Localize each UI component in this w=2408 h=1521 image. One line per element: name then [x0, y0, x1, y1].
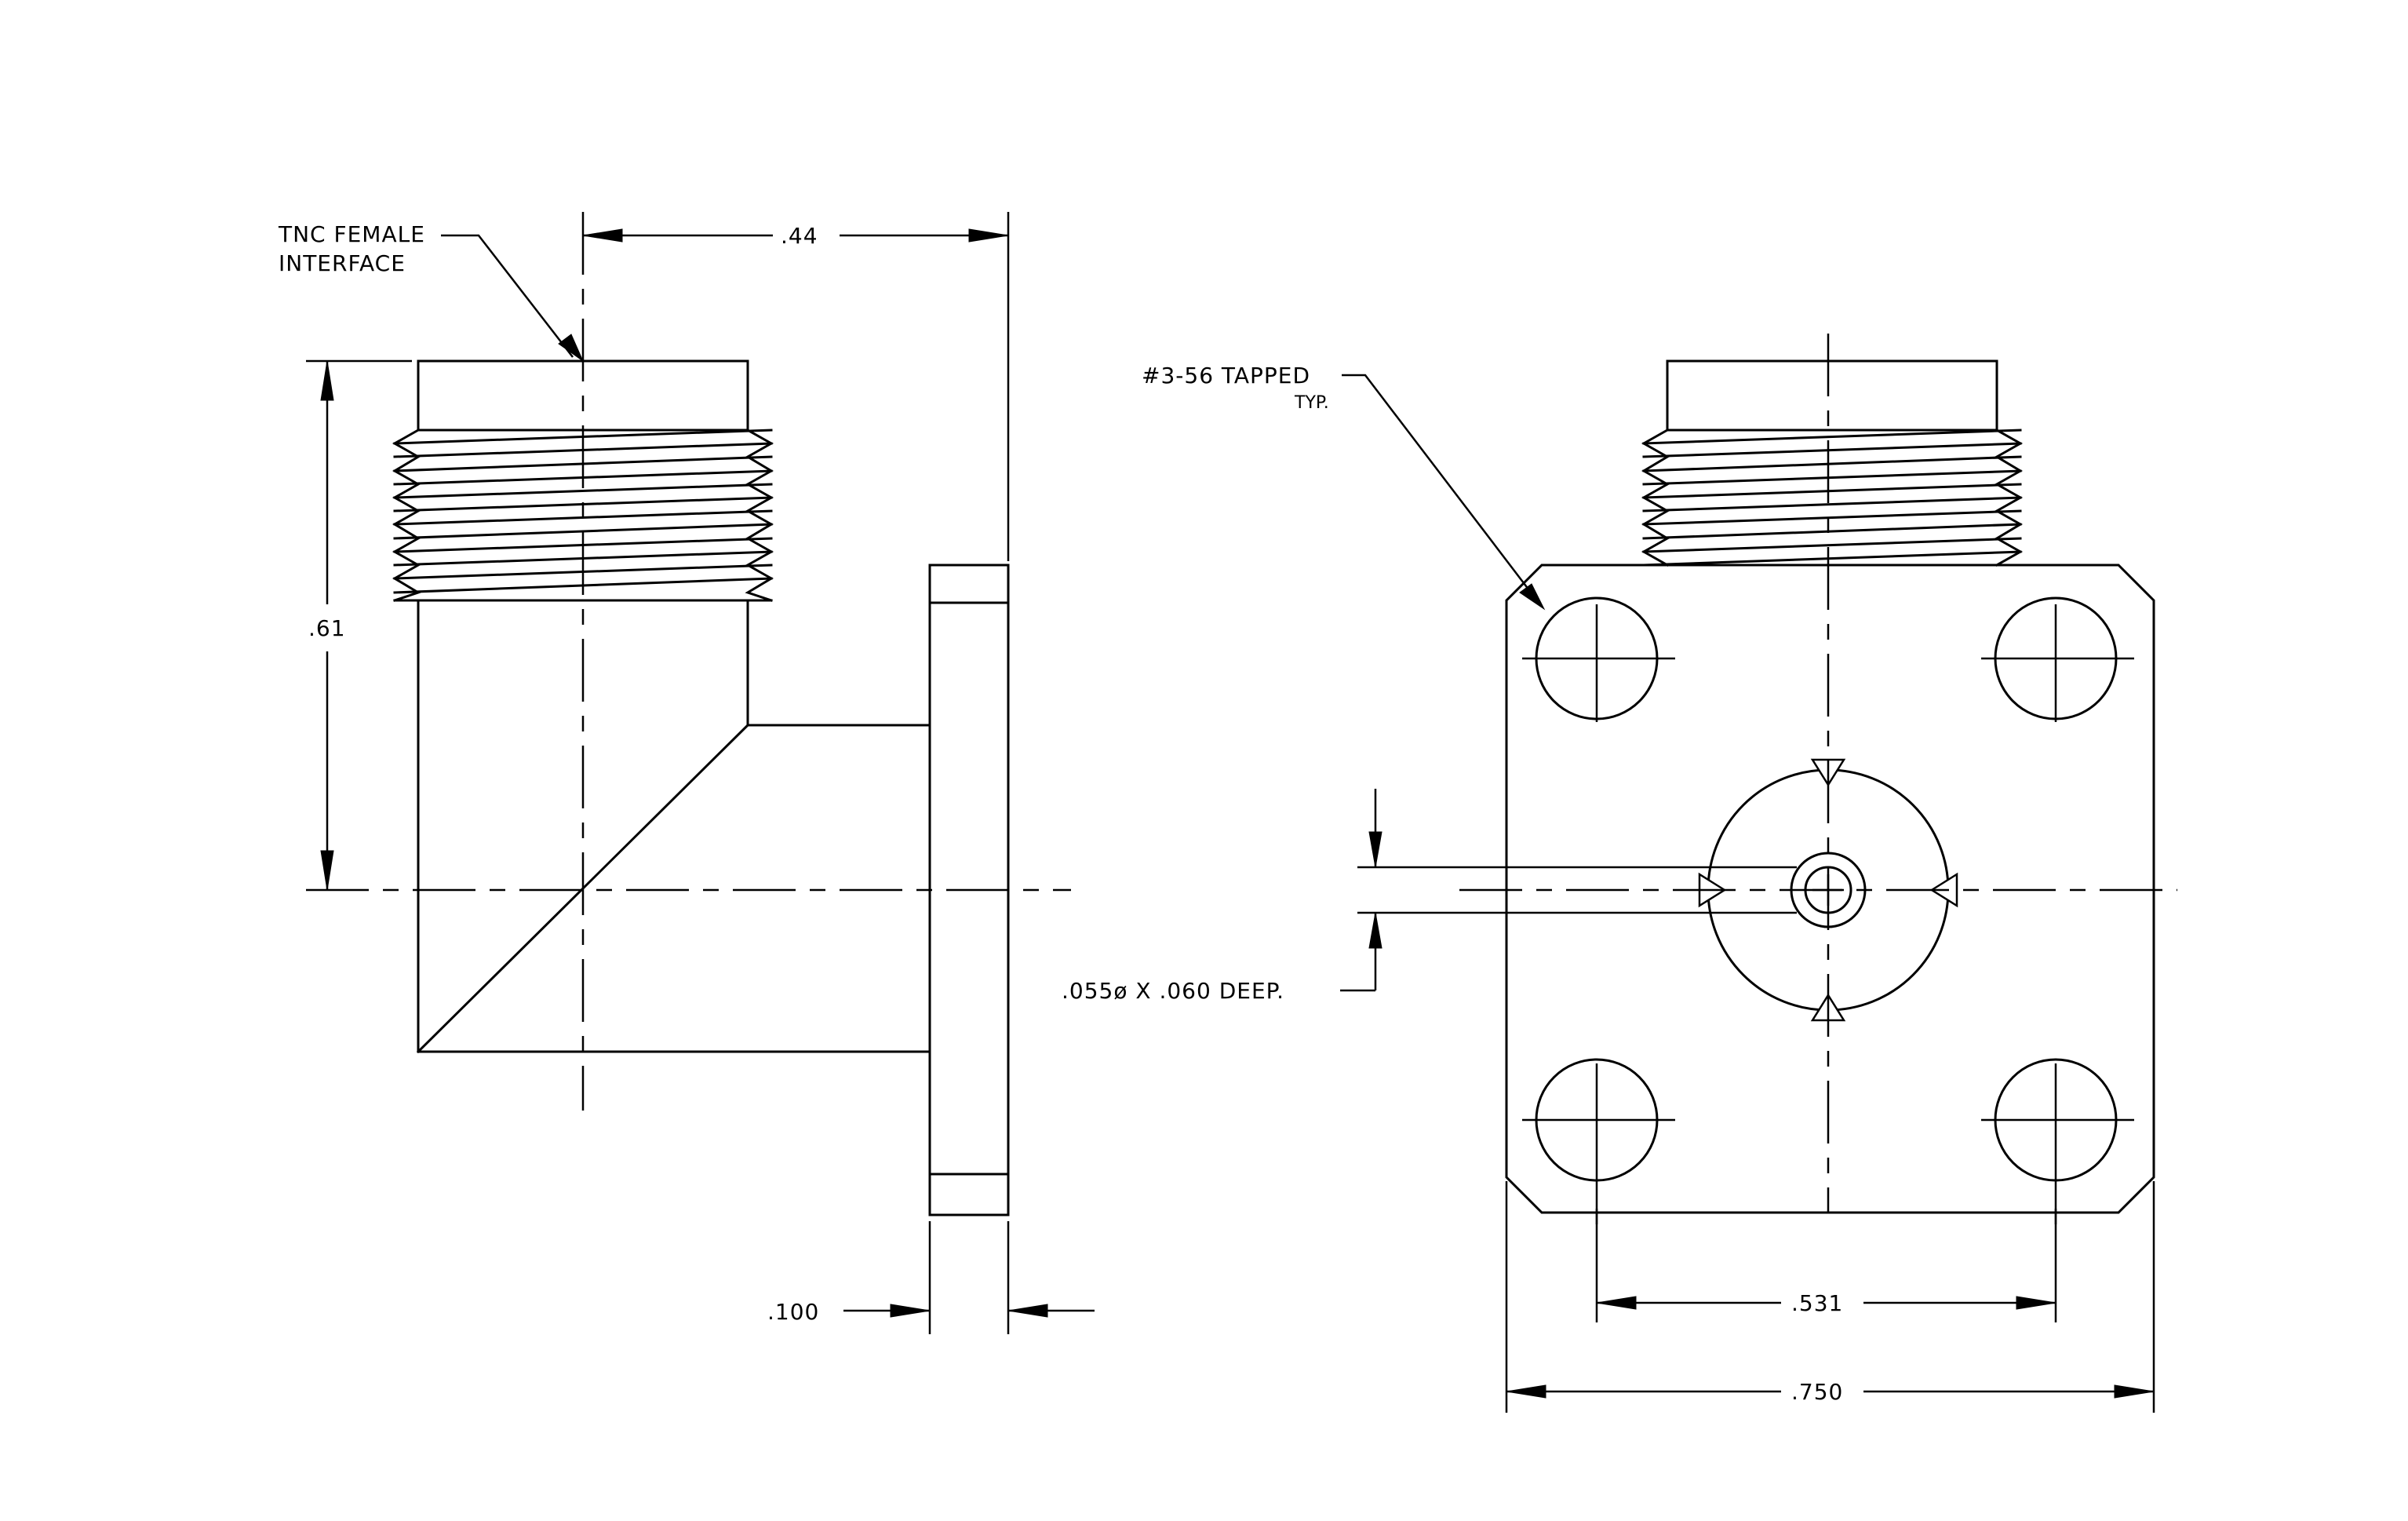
tapped-leader — [1342, 374, 1535, 597]
dim-0100-label: .100 — [767, 1299, 819, 1325]
dim-061-label: .61 — [308, 615, 346, 641]
side-body-upper — [746, 599, 931, 727]
front-view: .055ø X .060 DEEP. #3-56 TAPPED TYP. .53… — [1062, 334, 2177, 1413]
tapped-label: #3-56 TAPPED — [1142, 363, 1310, 388]
side-thread-left — [392, 428, 421, 602]
side-body — [417, 599, 931, 1053]
side-thread-right — [745, 428, 774, 602]
interface-label-line1: TNC FEMALE — [278, 221, 425, 247]
dim-0750-label: .750 — [1791, 1379, 1843, 1405]
front-thread-helix — [1642, 429, 2022, 567]
side-view: TNC FEMALE INTERFACE .44 .61 .100 — [278, 212, 1095, 1334]
pin-hole-label: .055ø X .060 DEEP. — [1062, 978, 1284, 1004]
tapped-typ-label: TYP. — [1294, 393, 1329, 413]
front-top-band — [1666, 359, 1998, 432]
mounting-hole-top-right — [1981, 596, 2134, 722]
mounting-hole-top-left — [1522, 596, 1675, 722]
mounting-hole-bottom-right — [1981, 1058, 2134, 1224]
interface-label-line2: INTERFACE — [279, 250, 406, 276]
dim-044-label: .44 — [781, 223, 818, 249]
front-flange — [1505, 564, 2155, 1214]
dim-0531-label: .531 — [1791, 1290, 1843, 1316]
interface-leader — [441, 234, 574, 358]
mounting-hole-bottom-left — [1522, 1058, 1675, 1224]
